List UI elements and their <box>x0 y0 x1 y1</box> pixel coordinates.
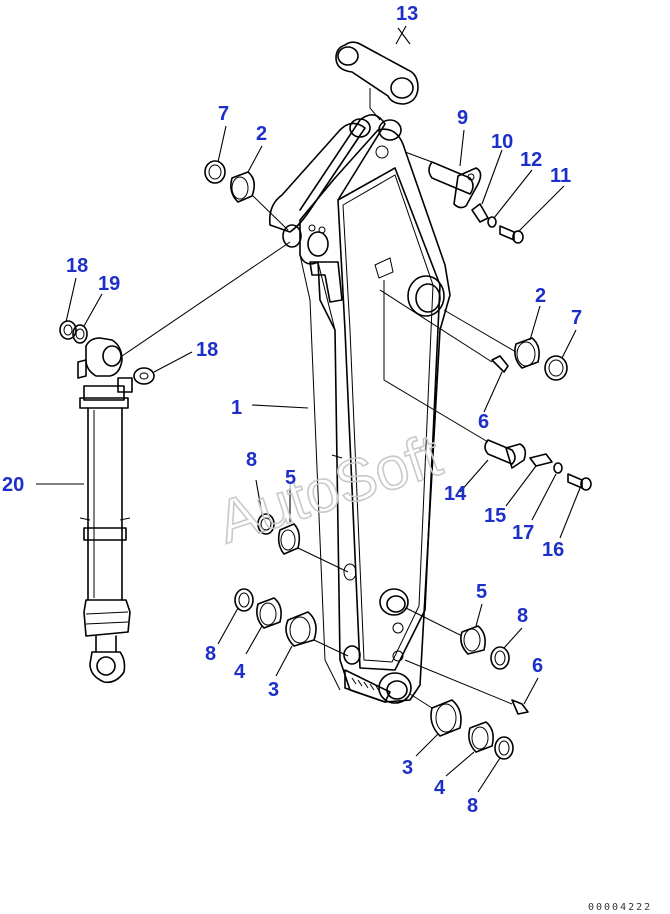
callout-17: 17 <box>512 522 534 544</box>
part-6-grease-fitting-upper <box>379 289 509 373</box>
callout-18: 18 <box>196 339 218 361</box>
callout-12: 12 <box>520 149 542 171</box>
callout-5: 5 <box>285 467 296 489</box>
callout-8: 8 <box>467 795 478 817</box>
part-11-bolt <box>499 225 524 244</box>
part-20-hydraulic-cylinder <box>77 241 291 684</box>
callout-4: 4 <box>234 661 246 683</box>
callout-7: 7 <box>218 103 229 125</box>
part-4-bushing-lower-left <box>256 597 282 629</box>
callout-2: 2 <box>535 285 546 307</box>
callout-7: 7 <box>571 307 582 329</box>
part-8-seal-lower-left <box>234 588 254 612</box>
callout-9: 9 <box>457 107 468 129</box>
part-7-seal-upper-left <box>204 160 226 184</box>
callout-6: 6 <box>478 411 489 433</box>
arm-body <box>268 114 451 704</box>
part-15-lock-plate <box>529 453 553 467</box>
part-12-washer <box>487 216 497 228</box>
callout-8: 8 <box>205 643 216 665</box>
callout-18: 18 <box>66 255 88 277</box>
part-17-washer <box>553 462 563 474</box>
callout-1: 1 <box>231 397 242 419</box>
part-6-grease-fitting-lower <box>404 659 529 715</box>
callout-5: 5 <box>476 581 487 603</box>
watermark: AutoSoft <box>209 421 449 556</box>
part-18-washer-lower <box>133 367 155 385</box>
callout-6: 6 <box>532 655 543 677</box>
callout-labels: 13 7 2 9 10 12 11 18 19 18 2 7 1 6 20 8 … <box>2 3 582 817</box>
callout-3: 3 <box>268 679 279 701</box>
callout-11: 11 <box>550 165 571 187</box>
part-8-seal-mid-left <box>257 513 275 535</box>
document-number: 00004222 <box>588 902 652 913</box>
part-16-bolt <box>567 473 592 491</box>
part-8-seal-lower-right <box>490 646 510 670</box>
part-14-pin <box>383 280 527 469</box>
part-8-seal-bottom-right <box>494 736 514 760</box>
part-9-pin <box>404 151 482 209</box>
part-10-lock-plate <box>471 203 489 223</box>
part-3-bushing-bottom-right <box>409 693 462 737</box>
callout-10: 10 <box>491 131 513 153</box>
callout-13: 13 <box>396 3 418 25</box>
part-19-washer <box>72 324 88 344</box>
part-13-shim-plates <box>335 41 419 121</box>
part-5-bushing-mid-left <box>277 523 349 573</box>
callout-16: 16 <box>542 539 564 561</box>
callout-8: 8 <box>246 449 257 471</box>
callout-2: 2 <box>256 123 267 145</box>
part-2-bushing-upper-left <box>230 171 289 231</box>
part-7-seal-right <box>544 355 568 381</box>
part-18-washer-upper <box>59 320 77 340</box>
part-5-bushing-lower-right <box>405 607 486 655</box>
callout-15: 15 <box>484 505 506 527</box>
leader-lines <box>36 25 581 793</box>
part-4-bushing-bottom-right <box>468 721 494 753</box>
callout-3: 3 <box>402 757 413 779</box>
part-3-bushing-lower-left <box>285 611 349 657</box>
callout-4: 4 <box>434 777 446 799</box>
callout-8: 8 <box>517 605 528 627</box>
callout-19: 19 <box>98 273 120 295</box>
part-2-bushing-right <box>443 309 540 369</box>
callout-14: 14 <box>444 483 467 505</box>
callout-20: 20 <box>2 474 24 496</box>
